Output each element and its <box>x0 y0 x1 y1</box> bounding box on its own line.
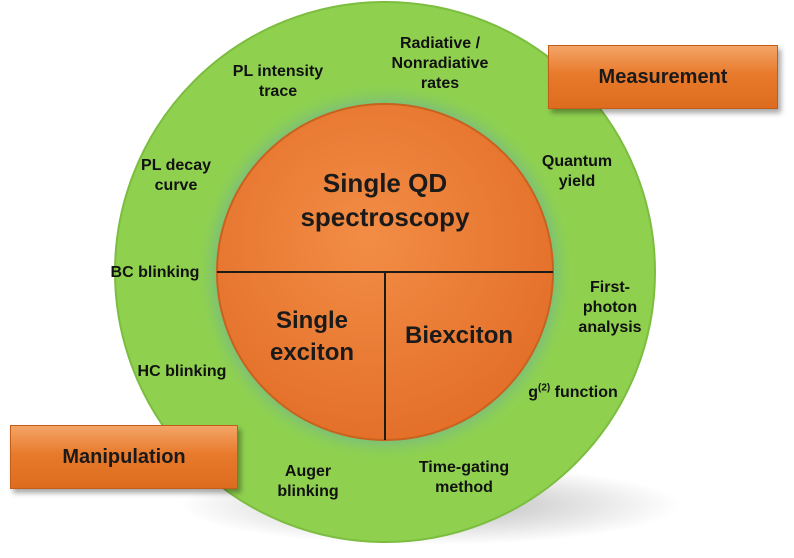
label-time-gating-method: Time-gating method <box>419 458 509 498</box>
center-title-line2: spectroscopy <box>300 202 470 232</box>
manipulation-box: Manipulation <box>10 425 238 489</box>
pl-decay-line1: PL decay <box>141 157 211 174</box>
g2-superscript: (2) <box>538 382 551 394</box>
single-exciton-line1: Single <box>275 307 348 334</box>
label-hc-blinking: HC blinking <box>138 362 227 382</box>
label-pl-decay-curve: PL decay curve <box>141 156 211 196</box>
bc-blinking-text: BC blinking <box>110 264 200 281</box>
pl-intensity-line1: PL intensity <box>232 63 324 80</box>
pl-decay-line2: curve <box>154 177 198 194</box>
first-photon-line1: First- <box>590 279 630 296</box>
time-gating-line2: method <box>435 479 493 496</box>
label-radiative-rates: Radiative / Nonradiative rates <box>392 34 489 94</box>
auger-line1: Auger <box>284 463 332 480</box>
label-auger-blinking: Auger blinking <box>277 462 338 502</box>
auger-line2: blinking <box>277 483 339 500</box>
measurement-label: Measurement <box>598 65 728 88</box>
radiative-line1: Radiative / <box>399 35 481 52</box>
measurement-box: Measurement <box>548 45 778 109</box>
g2-prefix: g <box>528 384 538 401</box>
label-bc-blinking: BC blinking <box>111 263 200 283</box>
center-title: Single QD spectroscopy <box>300 166 469 234</box>
pl-intensity-line2: trace <box>258 83 298 100</box>
center-title-line1: Single QD <box>322 168 448 198</box>
label-g2-function: g(2) function <box>528 383 618 403</box>
g2-suffix: function <box>550 384 618 401</box>
manipulation-label: Manipulation <box>62 445 186 468</box>
time-gating-line1: Time-gating <box>418 459 510 476</box>
g2-function-text: g(2) function <box>528 383 618 403</box>
single-exciton-label: Single exciton <box>270 305 354 369</box>
hc-blinking-text: HC blinking <box>137 363 227 380</box>
radiative-line3: rates <box>420 75 460 92</box>
single-exciton-line2: exciton <box>269 339 355 366</box>
first-photon-line2: photon <box>582 299 638 316</box>
label-first-photon-analysis: First- photon analysis <box>578 278 641 338</box>
first-photon-line3: analysis <box>578 319 642 336</box>
label-quantum-yield: Quantum yield <box>542 152 612 192</box>
label-pl-intensity-trace: PL intensity trace <box>233 62 323 102</box>
biexciton-text: Biexciton <box>404 322 514 349</box>
biexciton-label: Biexciton <box>405 320 513 352</box>
quantum-line2: yield <box>558 173 596 190</box>
radiative-line2: Nonradiative <box>391 55 489 72</box>
quantum-line1: Quantum <box>541 153 613 170</box>
